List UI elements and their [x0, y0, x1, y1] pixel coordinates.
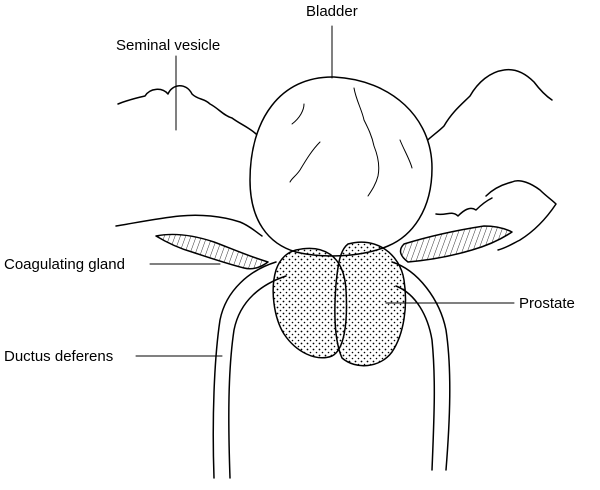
ductus-deferens-left-inner: [228, 275, 287, 479]
bladder-vein-4: [399, 139, 413, 169]
bladder-label: Bladder: [306, 3, 358, 20]
seminal-vesicle-right: [419, 68, 553, 149]
bladder-vein-2: [353, 87, 380, 197]
bladder-outline: [249, 76, 433, 257]
ductus-deferens-left-outer: [212, 261, 277, 479]
coagulating-gland-label: Coagulating gland: [4, 256, 125, 273]
prostate-right-lobe: [334, 241, 407, 367]
seminal-vesicle-right-lower: [485, 179, 557, 251]
seminal-vesicle-left-body: [115, 214, 263, 237]
ductus-deferens-label: Ductus deferens: [4, 348, 114, 365]
seminal-vesicle-label: Seminal vesicle: [116, 37, 221, 54]
bladder-vein-3: [289, 141, 321, 183]
ductus-deferens-right-inner: [395, 285, 436, 471]
bladder-vein-1: [291, 103, 305, 125]
seminal-vesicle-left: [117, 85, 257, 135]
ductus-deferens-right-outer: [391, 261, 451, 471]
coagulating-gland-left: [155, 233, 269, 270]
prostate-label: Prostate: [519, 295, 575, 312]
coagulating-gland-right: [399, 225, 513, 263]
seminal-vesicle-right-tip: [435, 197, 493, 217]
